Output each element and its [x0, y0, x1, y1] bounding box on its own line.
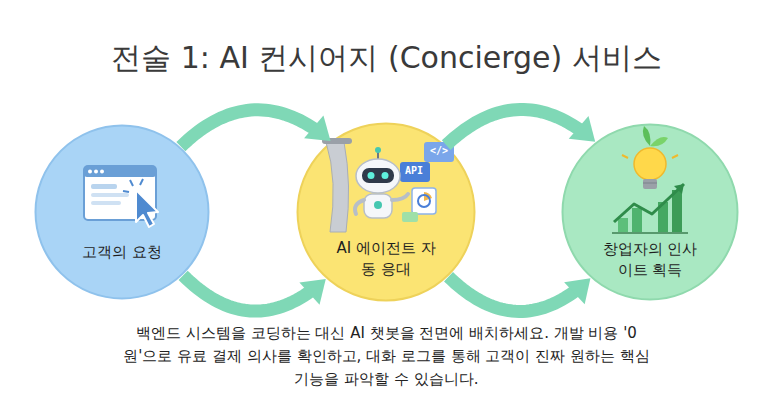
- insight-icon: [612, 126, 688, 233]
- arrow-head: [569, 116, 595, 142]
- icon-label: </>: [430, 145, 448, 156]
- browser-icon: [84, 166, 158, 227]
- process-circle: 고객의 요청: [34, 124, 210, 300]
- process-circle: 창업자의 인사이트 획득: [561, 123, 739, 301]
- diagram-caption: 백엔드 시스템을 코딩하는 대신 AI 챗봇을 전면에 배치하세요. 개발 비용…: [121, 322, 652, 391]
- arrow-line: [183, 275, 311, 311]
- robot-icon: [322, 138, 454, 232]
- circle-shape: [563, 125, 738, 300]
- curved-arrow: [449, 277, 591, 312]
- node-label: 고객의 요청: [57, 242, 187, 263]
- process-circle: AI 에이전트 자동 응대: [296, 122, 476, 302]
- diagram-title: 전술 1: AI 컨시어지 (Concierge) 서비스: [0, 38, 773, 78]
- curved-arrow: [181, 110, 331, 147]
- arrow-head: [304, 115, 330, 141]
- arrow-line: [181, 110, 315, 147]
- arrow-head: [299, 279, 325, 305]
- node-label: AI 에이전트 자동 응대: [334, 238, 438, 280]
- circle-outline: [34, 124, 210, 300]
- arrow-line: [449, 277, 577, 312]
- curved-arrow: [446, 110, 595, 146]
- arrow-line: [446, 110, 580, 146]
- node-label: 창업자의 인사이트 획득: [600, 239, 700, 281]
- circle-shape: [36, 126, 209, 299]
- curved-arrow: [183, 275, 326, 311]
- circle-shape: [298, 124, 475, 301]
- arrow-head: [564, 278, 590, 304]
- icon-label: API: [405, 165, 423, 176]
